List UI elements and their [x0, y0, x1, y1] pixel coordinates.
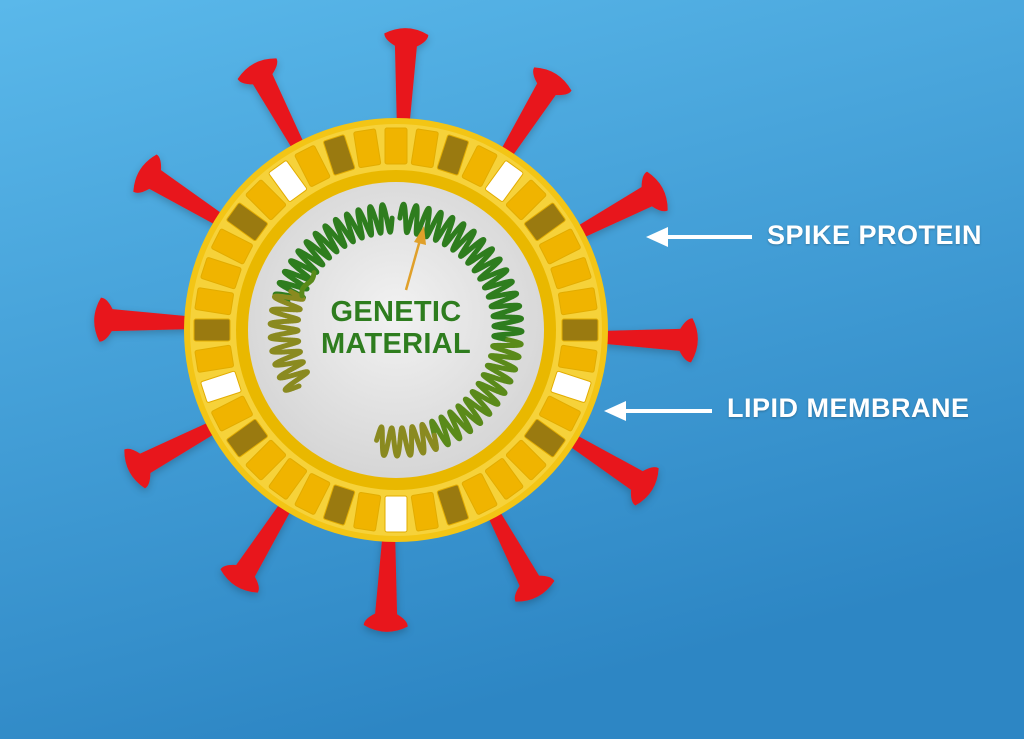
membrane-segment	[550, 257, 592, 290]
genetic-material-label-line-2: MATERIAL	[320, 328, 472, 360]
spike-protein	[237, 58, 308, 157]
membrane-segment	[194, 344, 234, 373]
membrane-segment	[200, 370, 242, 403]
membrane-segment	[436, 134, 469, 176]
membrane-segment	[294, 145, 331, 187]
genetic-material-label-line-1: GENETIC	[330, 296, 462, 328]
membrane-segment	[211, 395, 253, 432]
membrane-segment	[484, 160, 524, 202]
membrane-segment	[268, 458, 308, 500]
label-arrows	[604, 227, 752, 421]
genetic-strand-right	[429, 337, 524, 448]
spike-protein	[384, 28, 429, 131]
membrane-segment	[245, 179, 287, 221]
pointer-arrow	[404, 226, 426, 291]
membrane-segment	[410, 492, 439, 532]
membrane-segment	[539, 395, 581, 432]
spike-proteins	[94, 28, 698, 632]
membrane-segment	[461, 145, 498, 187]
membrane-segment	[505, 179, 547, 221]
membrane-segment	[323, 134, 356, 176]
spike-protein	[484, 503, 555, 602]
spike-protein	[562, 430, 659, 506]
spike-protein	[363, 529, 408, 632]
membrane-segment	[294, 473, 331, 515]
membrane-segment	[353, 492, 382, 532]
virus-core	[248, 182, 544, 478]
spike-protein	[569, 171, 668, 242]
membrane-segment	[558, 287, 598, 316]
membrane-segment	[193, 318, 231, 342]
membrane-segment	[245, 439, 287, 481]
spike-protein	[133, 154, 230, 230]
spike-protein-arrow	[646, 227, 752, 247]
membrane-segment	[384, 495, 408, 533]
membrane-segment	[461, 473, 498, 515]
genetic-strand-bottom-left	[267, 289, 310, 393]
genetic-strand-bottom-right	[374, 421, 439, 459]
membrane-segment	[200, 257, 242, 290]
membrane-segment	[524, 418, 566, 458]
lipid-membrane-label: LIPID MEMBRANE	[727, 393, 970, 423]
membrane-segment	[353, 128, 382, 168]
membrane-segment	[211, 228, 253, 265]
spike-protein-label: SPIKE PROTEIN	[767, 220, 983, 250]
membrane-segment	[323, 484, 356, 526]
membrane-segment	[550, 370, 592, 403]
spike-protein	[496, 67, 572, 164]
membrane-segment	[410, 128, 439, 168]
membrane-segment	[484, 458, 524, 500]
membrane-segment	[226, 418, 268, 458]
spike-protein	[124, 418, 223, 489]
genetic-strand-top-left	[272, 202, 395, 304]
membrane-segment	[561, 318, 599, 342]
membrane-segment	[524, 202, 566, 242]
genetic-strand-left-link	[299, 270, 317, 299]
spike-protein	[94, 297, 197, 342]
spike-protein	[595, 318, 698, 363]
lipid-membrane-arrow	[604, 401, 712, 421]
membrane-segment	[194, 287, 234, 316]
membrane-segment	[505, 439, 547, 481]
membrane-segment	[558, 344, 598, 373]
membrane-segment	[226, 202, 268, 242]
spike-protein	[220, 496, 296, 593]
genetic-strand-top-right	[397, 201, 525, 343]
membrane-segment	[539, 228, 581, 265]
membrane-segment	[268, 160, 308, 202]
membrane-segment	[384, 127, 408, 165]
membrane-segment	[436, 484, 469, 526]
